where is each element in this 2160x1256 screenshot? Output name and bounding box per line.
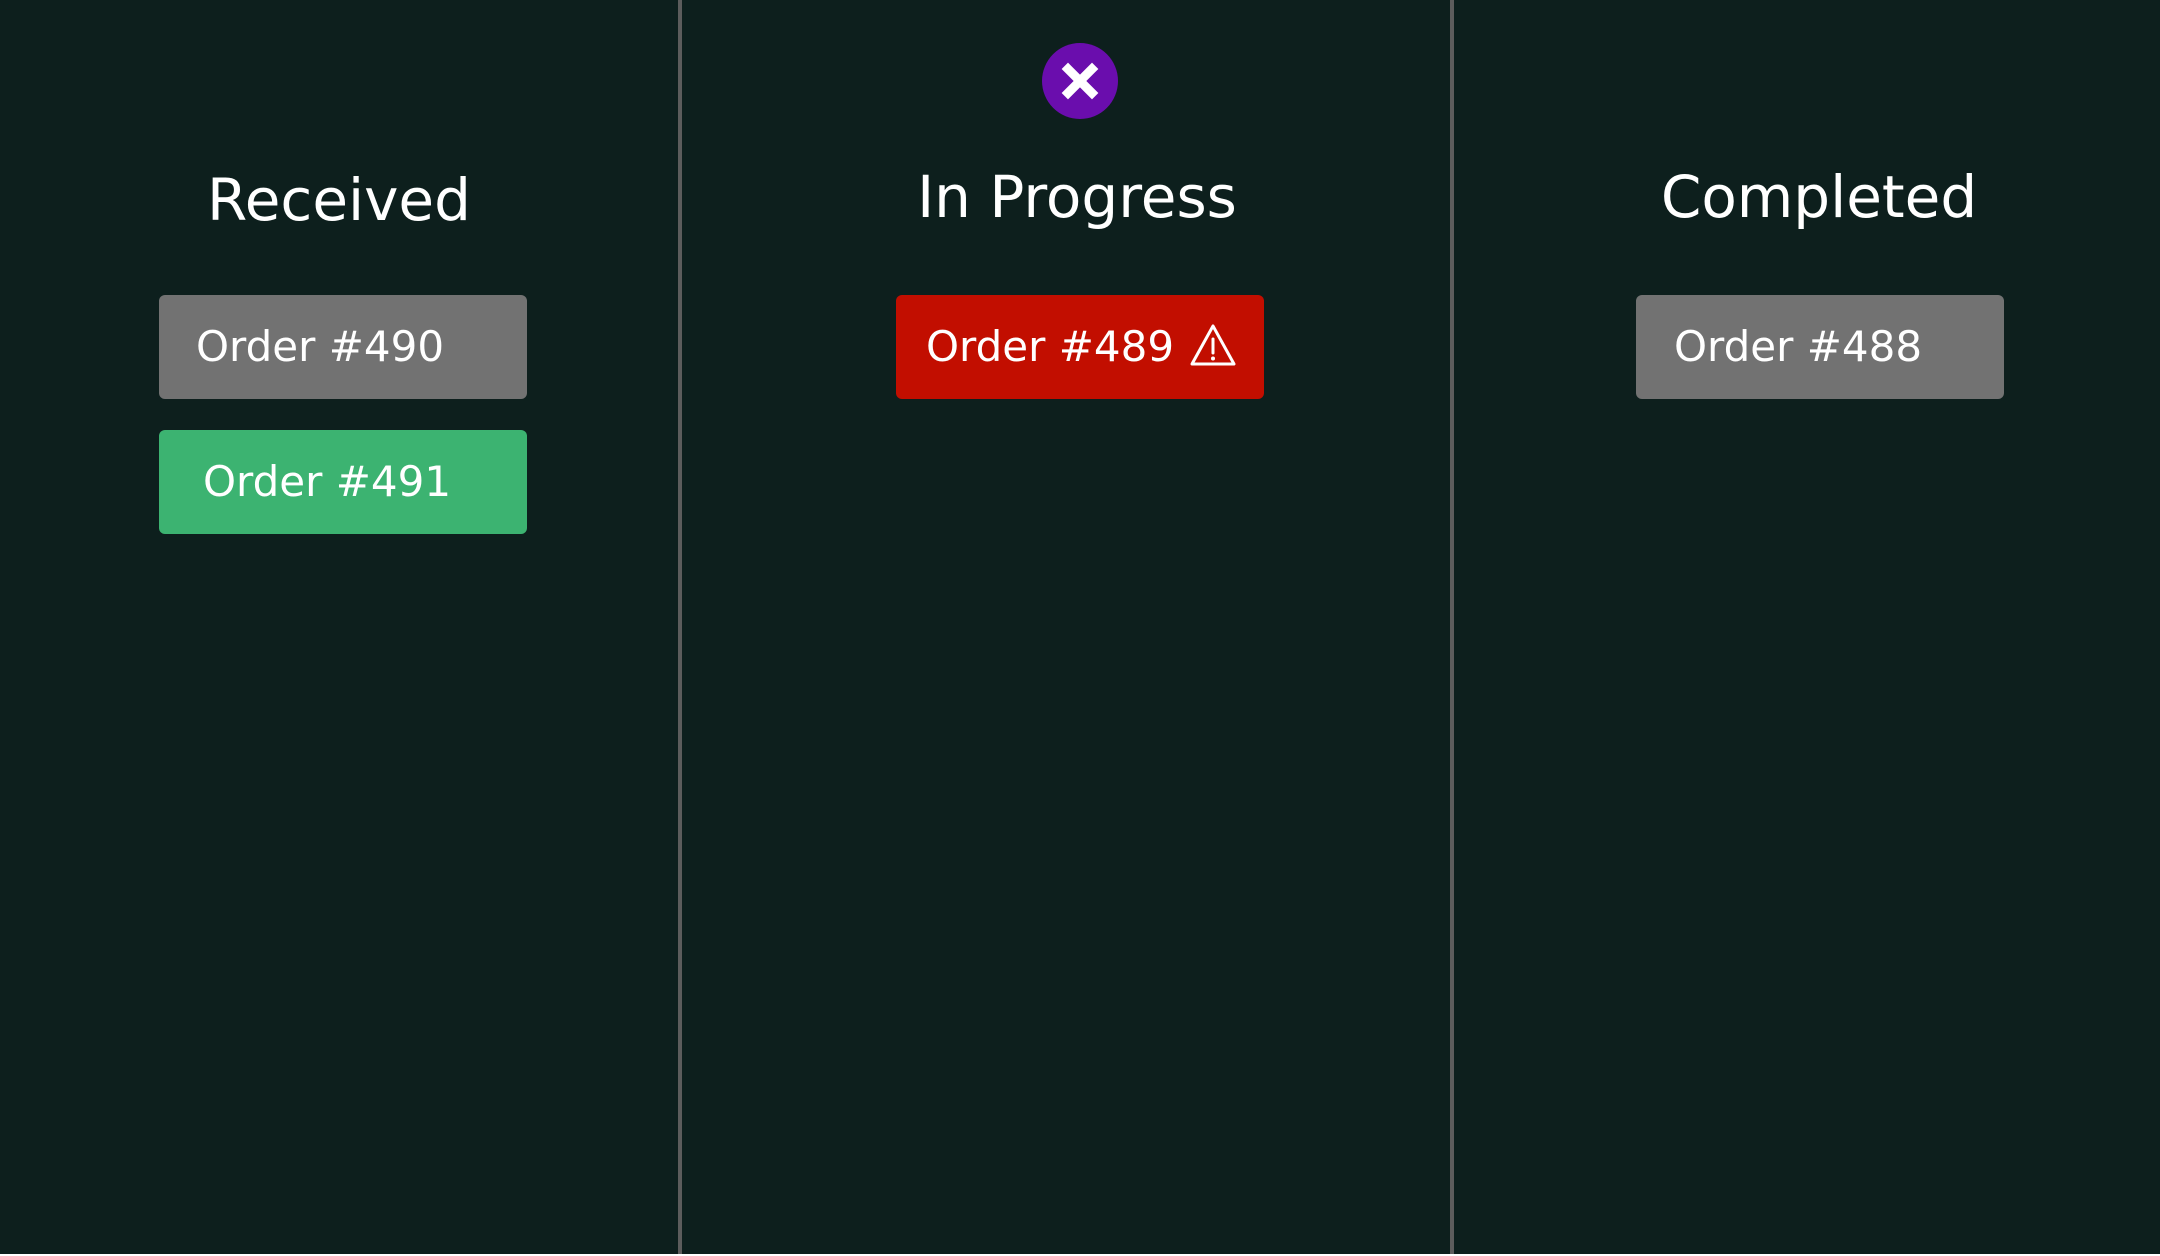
close-button[interactable] bbox=[1042, 43, 1118, 119]
column-title-in-progress: In Progress bbox=[917, 163, 1237, 231]
order-card[interactable]: Order #488 bbox=[1636, 295, 2004, 399]
column-divider bbox=[1450, 0, 1454, 1254]
order-card-label: Order #488 bbox=[1674, 322, 1923, 371]
column-divider bbox=[678, 0, 682, 1254]
order-card-label: Order #490 bbox=[196, 322, 445, 371]
close-icon bbox=[1042, 43, 1118, 119]
order-card-alert[interactable]: Order #489 bbox=[896, 295, 1264, 399]
order-card[interactable]: Order #490 bbox=[159, 295, 527, 399]
order-card-label: Order #491 bbox=[203, 457, 452, 506]
column-title-completed: Completed bbox=[1660, 163, 1978, 231]
warning-icon bbox=[1190, 324, 1236, 366]
column-title-received: Received bbox=[207, 166, 471, 234]
order-card-label: Order #489 bbox=[926, 322, 1175, 371]
order-card[interactable]: Order #491 bbox=[159, 430, 527, 534]
